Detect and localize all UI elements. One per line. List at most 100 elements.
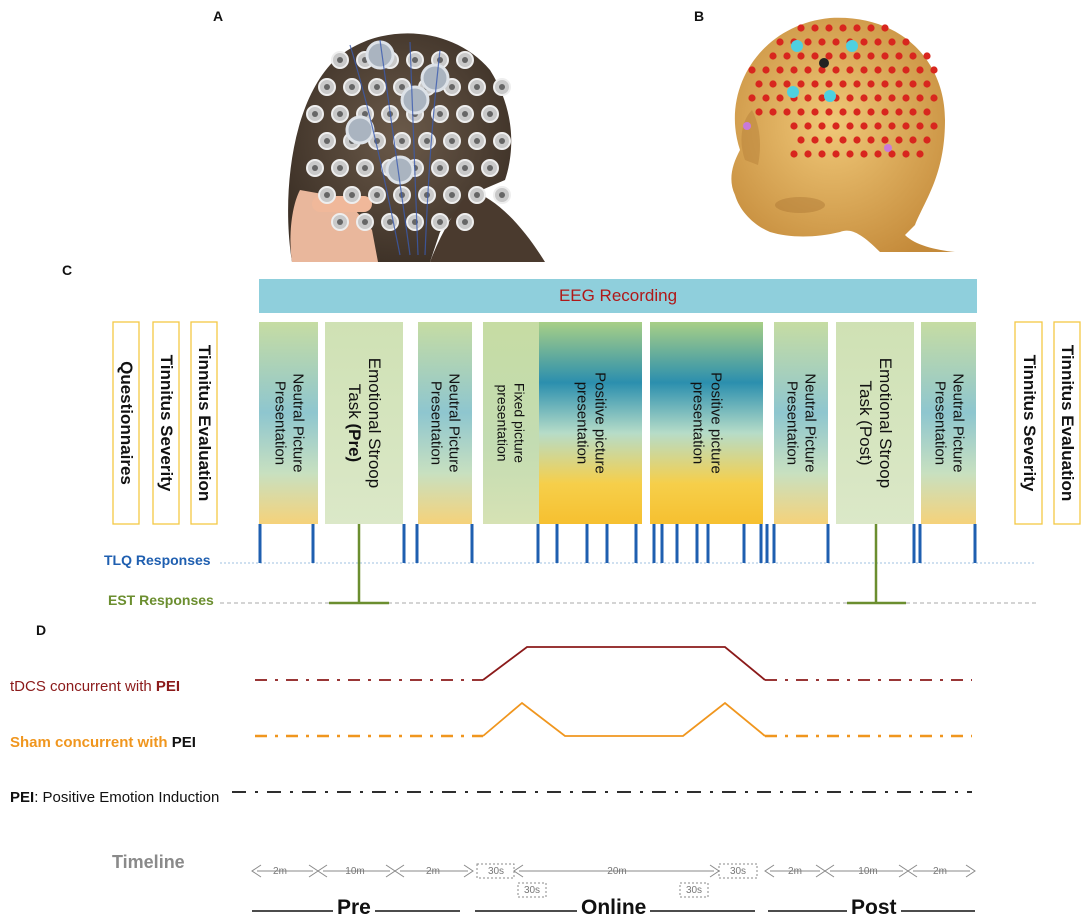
head-electrode-dot (818, 122, 826, 130)
head-electrode-dot (748, 66, 756, 74)
head-electrode-dot (797, 80, 805, 88)
eval-tinnitus-severity-pre: Tinnitus Severity (153, 322, 179, 524)
head-electrode-dot (832, 66, 840, 74)
cap-electrode-center (499, 138, 505, 144)
arrow-head (907, 864, 918, 878)
right-evaluation-boxes (1014, 321, 1081, 525)
head-electrode-dot (839, 80, 847, 88)
duration-post-3: 2m (933, 866, 947, 877)
head-electrode-dot (930, 94, 938, 102)
head-electrode-dot (874, 66, 882, 74)
stimulation-electrode (420, 63, 450, 93)
panel-label-b: B (694, 8, 705, 24)
cap-electrode-center (362, 165, 368, 171)
arrow-head (463, 864, 474, 878)
eval-tinnitus-severity-pre-label: Tinnitus Severity (157, 354, 177, 492)
block-stroop-post-line1: Emotional Stroop (876, 357, 896, 489)
head-electrode-dot (853, 108, 861, 116)
head-electrode-dot (797, 136, 805, 144)
head-electrode-dot (839, 24, 847, 32)
arrow-head (965, 864, 976, 878)
pei-label-abbr: PEI (10, 789, 35, 806)
tdcs-label-text: tDCS concurrent with (10, 678, 156, 695)
cap-electrode-center (312, 111, 318, 117)
arrow-head (251, 864, 262, 878)
stimulation-electrode (400, 85, 430, 115)
head-electrode-dot (804, 94, 812, 102)
sham-condition-label: Sham concurrent with PEI (10, 734, 196, 751)
head-electrode-dot (881, 108, 889, 116)
block-stroop-pre-line2b: (Pre) (345, 423, 364, 463)
head-electrode-dot (923, 136, 931, 144)
arrow-head (317, 864, 328, 878)
head-electrode-dot (895, 136, 903, 144)
cap-electrode-center (324, 84, 330, 90)
head-electrode-dot (860, 38, 868, 46)
sham-label-text: Sham concurrent with (10, 734, 172, 751)
head-electrode-dot (923, 108, 931, 116)
cap-electrode-center (374, 84, 380, 90)
head-electrode-dot (888, 38, 896, 46)
eval-tinnitus-evaluation-pre: Tinnitus Evaluation (191, 322, 217, 524)
cap-electrode-center (337, 57, 343, 63)
head-electrode-dot (755, 108, 763, 116)
head-electrode-dot (832, 122, 840, 130)
cap-electrode-center (462, 219, 468, 225)
protocol-blocks (259, 322, 976, 524)
block-stroop-post-line2: Task (Post) (856, 380, 875, 466)
duration-post-2: 10m (858, 866, 877, 877)
timeline-duration-labels: 2m 10m 2m 30s 20m 30s 30s 30s 2m 10m 2m (273, 866, 947, 896)
head-electrode-dot (783, 80, 791, 88)
cap-electrode-center (349, 84, 355, 90)
phase-online: Online (577, 896, 651, 920)
duration-online-sub-2: 30s (686, 885, 702, 896)
cap-electrode-center (474, 192, 480, 198)
head-reference-dot (819, 58, 829, 68)
head-electrode-dot (748, 94, 756, 102)
head-electrode-dot (923, 52, 931, 60)
cap-electrode-center (362, 111, 368, 117)
head-electrode-dot (776, 66, 784, 74)
block-positive-2-line1: Positive picture (707, 372, 725, 474)
duration-online-end: 30s (730, 866, 746, 877)
tdcs-trace (255, 646, 972, 681)
head-electrode-dot (867, 52, 875, 60)
head-electrode-dot (867, 136, 875, 144)
head-electrode-dot (916, 94, 924, 102)
pei-definition-label: PEI: Positive Emotion Induction (10, 789, 219, 806)
sham-label-pei: PEI (171, 734, 196, 751)
head-electrode-dot (804, 38, 812, 46)
cap-electrode-center (474, 138, 480, 144)
head-electrode-dot (881, 52, 889, 60)
head-electrode-dot (916, 66, 924, 74)
block-positive-1-line2: presentation (573, 381, 591, 465)
head-electrode-dot (867, 24, 875, 32)
eval-questionnaires-label: Questionnaires (117, 361, 137, 485)
block-positive-2-line2: presentation (689, 381, 707, 465)
cap-electrode-center (437, 165, 443, 171)
eval-tinnitus-severity-post: Tinnitus Severity (1015, 322, 1042, 524)
head-electrode-dot (853, 52, 861, 60)
block-fixed-line1: Fixed picture (511, 382, 528, 464)
eval-questionnaires: Questionnaires (113, 322, 139, 524)
timeline-label: Timeline (112, 852, 185, 872)
head-electrode-dot (916, 150, 924, 158)
head-stim-electrode (791, 40, 803, 52)
head-electrode-dot (825, 80, 833, 88)
cap-electrode-center (349, 192, 355, 198)
head-electrode-dot (804, 150, 812, 158)
head-electrode-dot (895, 108, 903, 116)
head-electrode-dot (874, 122, 882, 130)
eval-tinnitus-severity-post-label: Tinnitus Severity (1019, 354, 1039, 492)
cap-electrode-center (487, 111, 493, 117)
head-electrode-dot (783, 52, 791, 60)
arrow-head (824, 864, 835, 878)
cap-electrode-center (449, 192, 455, 198)
head-electrode-dot (762, 94, 770, 102)
left-evaluation-boxes (112, 321, 218, 525)
block-neutral-3-line2: Presentation (784, 380, 801, 466)
head-electrode-dot (874, 94, 882, 102)
